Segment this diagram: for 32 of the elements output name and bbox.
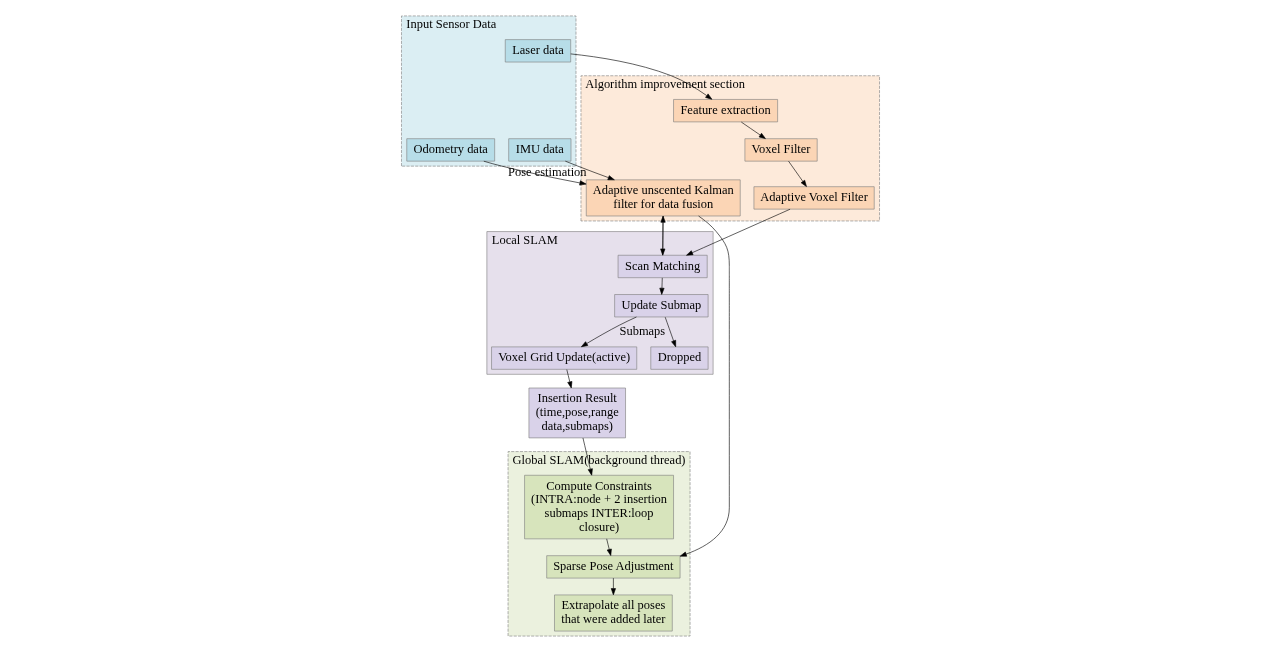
node-box: Dropped xyxy=(650,346,709,370)
node-box: Adaptive Voxel Filter xyxy=(753,186,875,210)
arrow xyxy=(570,53,713,100)
node-box: Extrapolate all poses that were added later xyxy=(554,594,673,632)
node-box: Voxel Grid Update(active) xyxy=(491,346,638,370)
arrow xyxy=(664,316,676,348)
arrow xyxy=(565,160,615,181)
arrow xyxy=(483,160,587,186)
node-box: Compute Constraints (INTRA:node + 2 insertion submaps INTER:loop closure) xyxy=(524,474,674,540)
arrow xyxy=(606,538,612,556)
arrow xyxy=(582,437,593,476)
node-label: Pose estimation xyxy=(508,165,587,180)
node-box: Odometry data xyxy=(406,138,495,162)
arrow xyxy=(660,215,666,256)
node-box: Update Submap xyxy=(614,294,709,318)
arrow xyxy=(566,369,573,389)
arrow xyxy=(659,277,665,295)
edge-label: Submaps xyxy=(619,324,666,339)
node-box: IMU data xyxy=(508,138,572,162)
node-box: Feature extraction xyxy=(673,99,778,123)
arrow xyxy=(581,316,637,348)
node-box: Voxel Filter xyxy=(744,138,818,162)
node-box: Insertion Result (time,pose,range data,submaps) xyxy=(528,387,626,439)
arrow xyxy=(610,577,616,596)
node-box: Scan Matching xyxy=(617,254,708,278)
node-box: Laser data xyxy=(504,39,571,63)
arrow xyxy=(788,160,807,187)
node-box: Sparse Pose Adjustment xyxy=(546,555,681,579)
arrow xyxy=(741,121,766,139)
node-box: Adaptive unscented Kalman filter for data fusion xyxy=(585,179,741,217)
arrow xyxy=(686,208,791,256)
arrow xyxy=(679,215,730,557)
